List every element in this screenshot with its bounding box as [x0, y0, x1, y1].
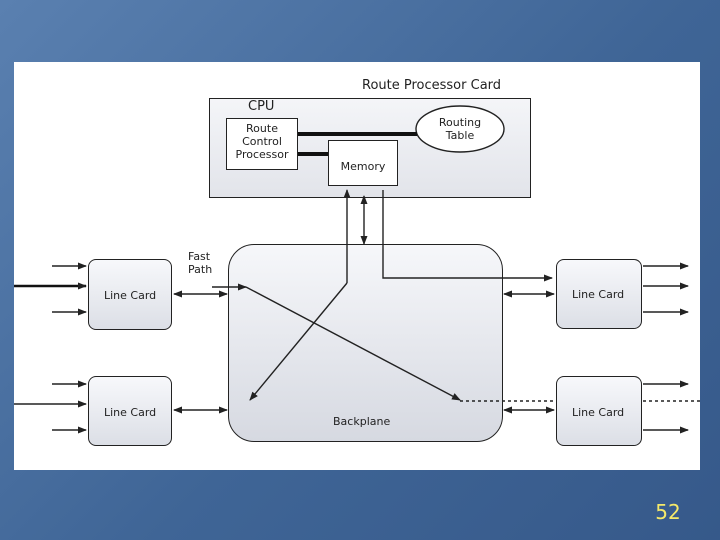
backplane-path-a [245, 286, 461, 401]
backplane-path-b [249, 282, 348, 401]
line-card-left-top-box [88, 259, 172, 330]
backplane-box [228, 244, 503, 442]
line-card-left-bottom-label: Line Card [104, 406, 157, 419]
memory-label: Memory [340, 160, 386, 173]
slide-number: 52 [655, 500, 681, 524]
routing-table-ellipse [415, 105, 505, 153]
cpu-label: CPU [248, 99, 275, 114]
line-card-left-bottom-box [88, 376, 172, 446]
fast-path-label: Fast Path [188, 250, 212, 276]
memory-link-right [382, 190, 553, 282]
line-card-left-top-label: Line Card [104, 289, 157, 302]
routing-table-text: Routing Table [438, 116, 482, 142]
line-card-right-bottom-box [556, 376, 642, 446]
memory-box [328, 140, 398, 186]
line-card-right-top-box [556, 259, 642, 329]
line-card-right-top-label: Line Card [572, 288, 625, 301]
route-control-processor-label: Route Control Processor [226, 122, 298, 161]
routing-table-label: Routing Table [416, 116, 504, 142]
backplane-label: Backplane [333, 415, 391, 428]
rcp-text: Route Control Processor [235, 122, 289, 161]
route-processor-card-title: Route Processor Card [362, 78, 502, 93]
line-card-right-bottom-label: Line Card [572, 406, 625, 419]
route-control-processor-box [226, 118, 298, 170]
fast-path-text: Fast Path [188, 250, 213, 276]
